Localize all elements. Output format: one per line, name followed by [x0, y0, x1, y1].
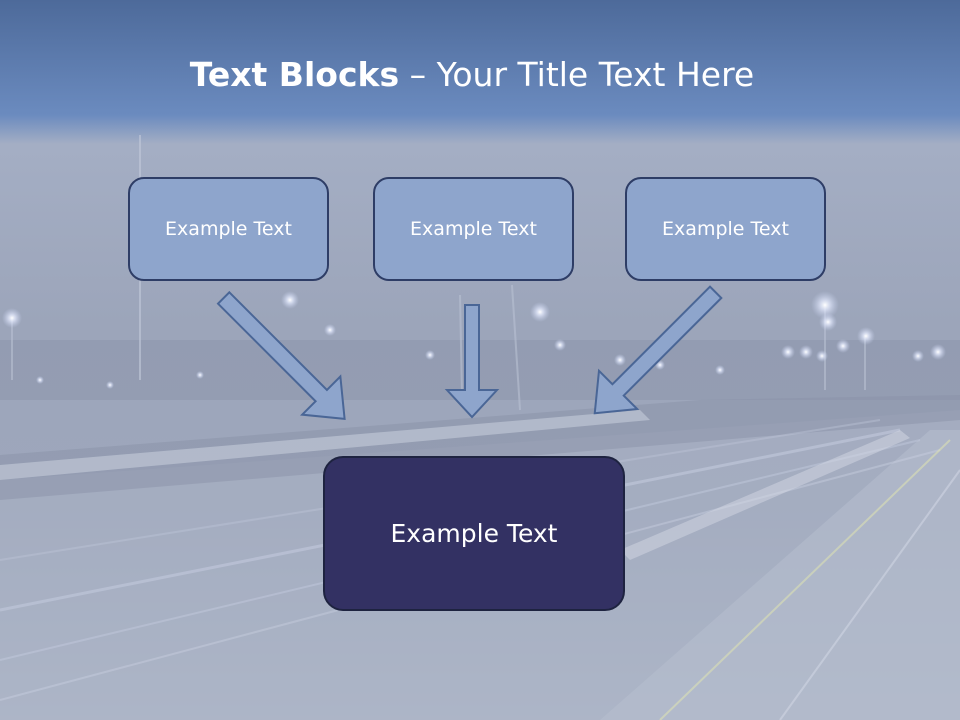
arrow-right-diagonal[interactable]: [576, 273, 735, 432]
text-block-main[interactable]: Example Text: [323, 456, 625, 611]
title-rest-part: Your Title Text Here: [436, 55, 755, 94]
title-dash: –: [399, 55, 437, 94]
arrow-middle-down[interactable]: [444, 304, 500, 419]
text-block-left[interactable]: Example Text: [128, 177, 329, 281]
title-bold-part: Text Blocks: [189, 55, 400, 94]
text-block-middle-label: Example Text: [410, 218, 537, 240]
text-block-right[interactable]: Example Text: [625, 177, 826, 281]
slide-title: Text Blocks – Your Title Text Here: [0, 52, 944, 98]
text-block-middle[interactable]: Example Text: [373, 177, 574, 281]
text-block-left-label: Example Text: [165, 218, 292, 240]
arrow-left-diagonal[interactable]: [205, 279, 364, 438]
text-block-main-label: Example Text: [390, 519, 558, 548]
text-block-right-label: Example Text: [662, 218, 789, 240]
